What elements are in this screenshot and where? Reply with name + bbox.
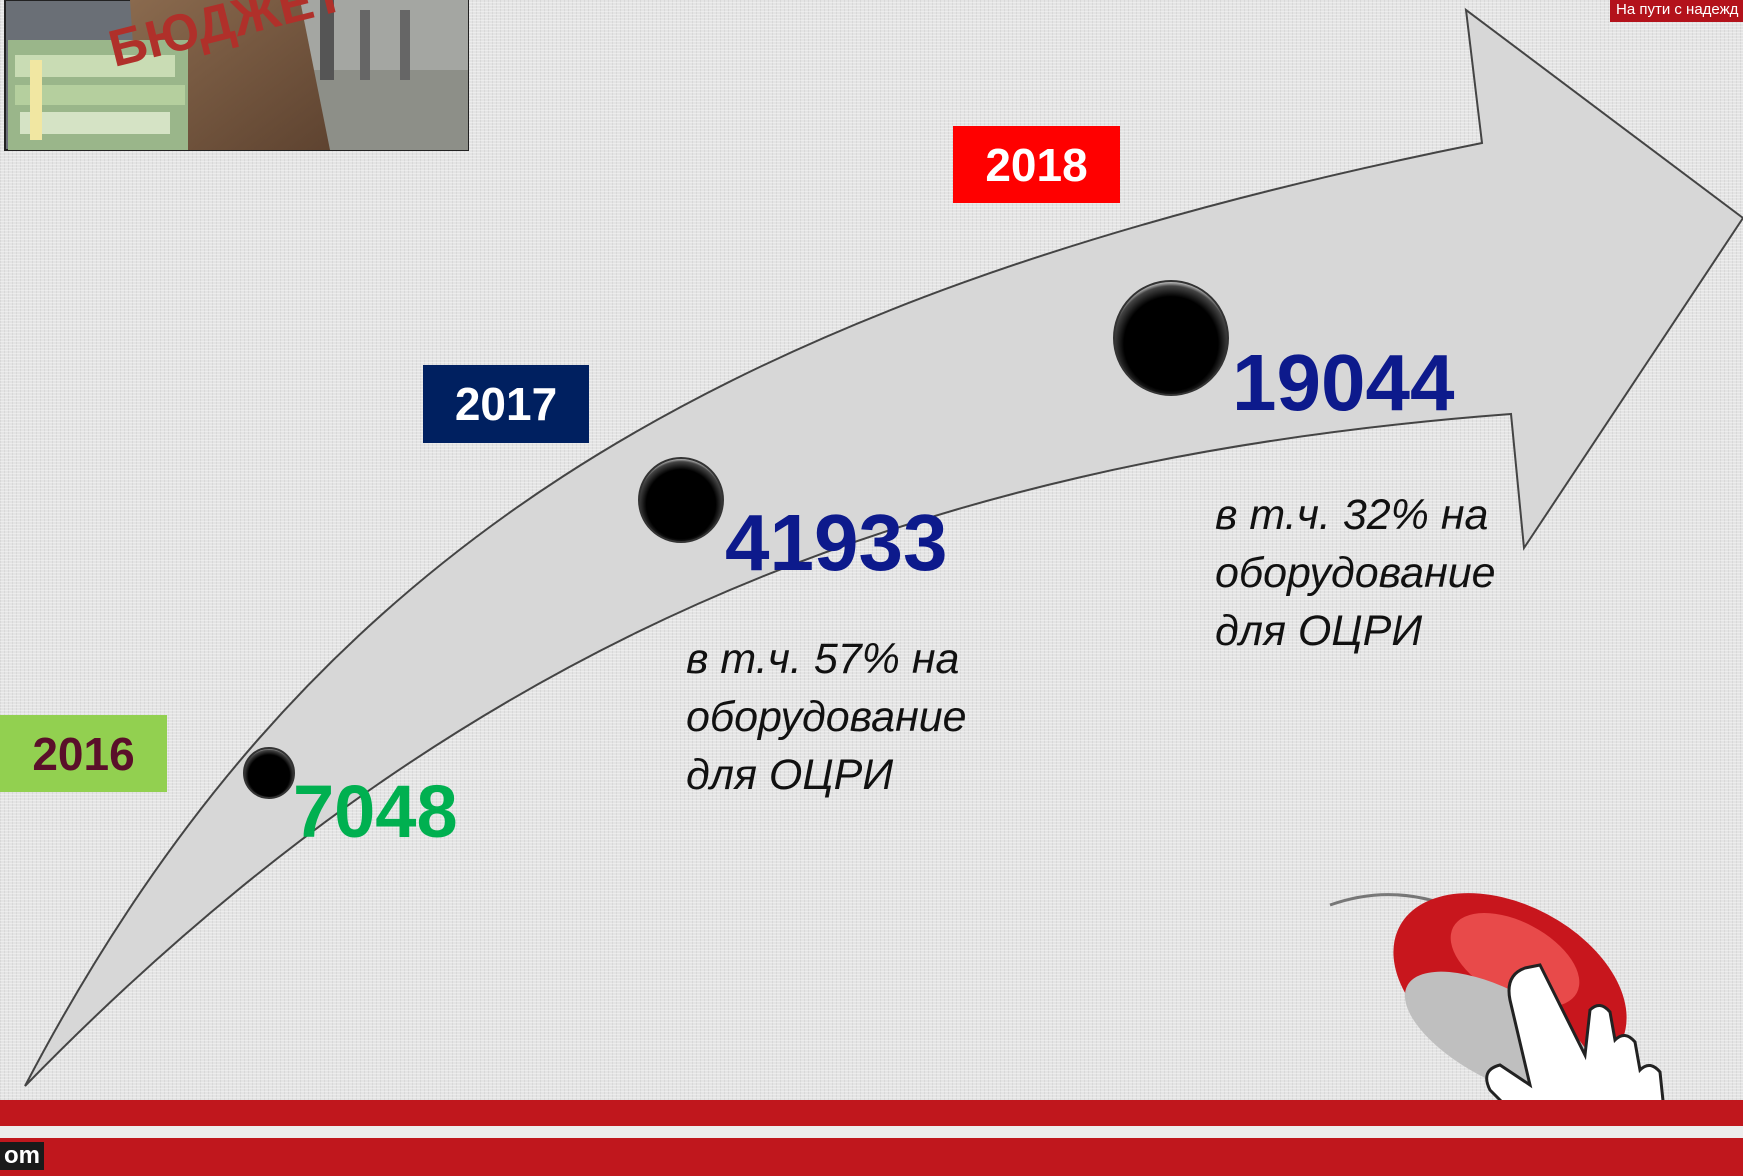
note-2018: в т.ч. 32% на оборудование для ОЦРИ [1215, 486, 1496, 660]
value-2016: 7048 [293, 770, 458, 853]
note-2017-line-3: для ОЦРИ [686, 751, 894, 799]
milestone-2017-dot [638, 457, 724, 543]
year-badge-2018: 2018 [953, 126, 1120, 203]
budget-photo [4, 0, 469, 151]
milestone-2016-dot [243, 747, 295, 799]
milestone-2018-dot [1113, 280, 1229, 396]
year-badge-2016: 2016 [0, 715, 167, 792]
note-2017: в т.ч. 57% на оборудование для ОЦРИ [686, 630, 967, 804]
value-2018: 19044 [1232, 338, 1455, 427]
footer-stripe-top [0, 1100, 1743, 1126]
note-2018-line-1: в т.ч. 32% на [1215, 491, 1489, 539]
note-2018-line-2: оборудование [1215, 549, 1496, 597]
footer-stripe-bottom [0, 1138, 1743, 1176]
value-2017: 41933 [725, 498, 948, 587]
footer-text: om [0, 1142, 44, 1170]
growth-arrow [24, 7, 1743, 1087]
note-2017-line-1: в т.ч. 57% на [686, 635, 960, 683]
corner-label: На пути с надежд [1610, 0, 1743, 22]
footer-stripe-white [0, 1126, 1743, 1138]
note-2017-line-2: оборудование [686, 693, 967, 741]
note-2018-line-3: для ОЦРИ [1215, 607, 1423, 655]
year-badge-2017: 2017 [423, 365, 589, 443]
